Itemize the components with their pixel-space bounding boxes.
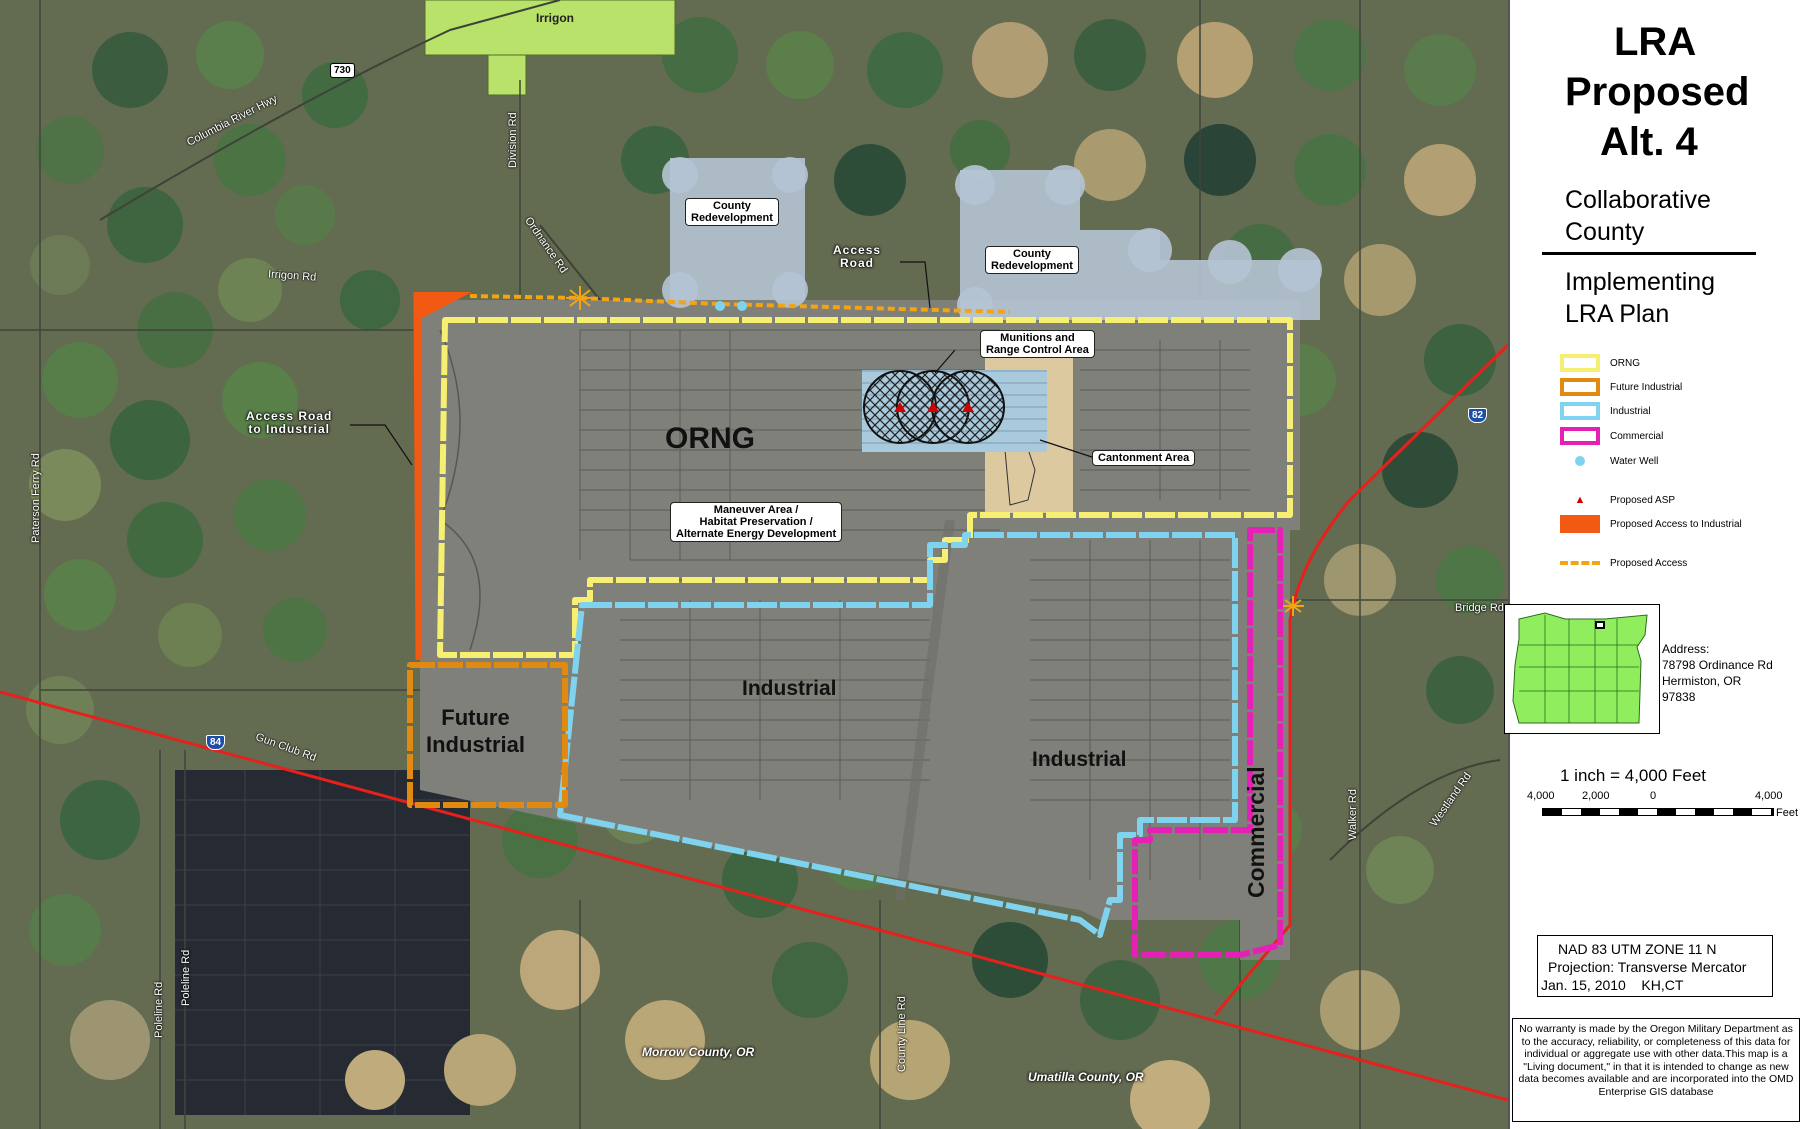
dark-farmland xyxy=(175,770,470,1115)
future-industrial-boundary xyxy=(407,662,568,808)
zone-label-industrial-2: Industrial xyxy=(1032,748,1127,771)
interstate-82-line xyxy=(1213,343,1508,1016)
interstate-82-shield-icon: 82 xyxy=(1468,408,1488,423)
legend-swatch-future-industrial xyxy=(1560,378,1600,396)
scale-unit: Feet xyxy=(1776,807,1799,819)
subtitle-implementing-line-2: LRA Plan xyxy=(1565,300,1670,328)
map-title-line-3: Alt. 4 xyxy=(1600,120,1698,164)
road-label-poleline-rd-1: Poleline Rd xyxy=(153,981,165,1038)
legend-swatch-industrial xyxy=(1560,402,1600,420)
legend-swatch-proposed-access-industrial xyxy=(1560,515,1600,533)
road-label-division-rd: Division Rd xyxy=(507,112,519,168)
industrial-boundary xyxy=(557,532,1238,938)
road-label-bridge-rd: Bridge Rd xyxy=(1455,602,1504,614)
projection-box: NAD 83 UTM ZONE 11 N Projection: Transve… xyxy=(1537,935,1773,997)
callout-cantonment-area: Cantonment Area xyxy=(1092,450,1196,466)
road-label-paterson-ferry-rd: Paterson Ferry Rd xyxy=(30,453,42,543)
callout-access-road-to-industrial: Access Road to Industrial xyxy=(246,409,333,436)
zone-label-commercial: Commercial xyxy=(1243,766,1269,898)
callout-county-redevelopment-2: County Redevelopment xyxy=(985,246,1079,274)
callout-leader-lines xyxy=(350,261,1096,466)
callout-access-road: Access Road xyxy=(833,243,882,270)
scale-tick-1: 4,000 xyxy=(1527,790,1555,802)
disclaimer-box: No warranty is made by the Oregon Milita… xyxy=(1512,1018,1800,1122)
legend-item-proposed-asp: ▲ Proposed ASP xyxy=(1560,489,1676,511)
county-redevelopment-area-1 xyxy=(670,158,805,300)
callout-munitions-range-control: Munitions and Range Control Area xyxy=(980,330,1095,358)
zone-label-orng: ORNG xyxy=(665,422,755,455)
map-title-line-1: LRA xyxy=(1614,20,1697,64)
us-730-shield-icon: 730 xyxy=(330,63,355,78)
callout-maneuver-area: Maneuver Area / Habitat Preservation / A… xyxy=(670,502,843,542)
interstate-84-line xyxy=(0,690,1508,1102)
road-label-walker-rd: Walker Rd xyxy=(1347,789,1359,840)
proposed-asp-markers xyxy=(894,402,974,412)
subtitle-collaborative-line-1: Collaborative xyxy=(1565,186,1711,214)
legend-swatch-proposed-access xyxy=(1560,561,1600,565)
commercial-boundary xyxy=(1132,527,1283,958)
scale-tick-3: 0 xyxy=(1650,790,1657,802)
subtitle-implementing-line-1: Implementing xyxy=(1565,268,1716,296)
legend-item-industrial: Industrial xyxy=(1560,400,1651,422)
disclaimer-text: No warranty is made by the Oregon Milita… xyxy=(1518,1023,1794,1098)
subtitle-collaborative-line-2: County xyxy=(1565,218,1645,246)
water-well-icon xyxy=(1560,452,1600,470)
proposed-access-route xyxy=(469,294,1011,314)
zone-label-industrial-1: Industrial xyxy=(742,677,837,700)
oregon-state-icon xyxy=(1512,612,1648,724)
town-label-irrigon: Irrigon xyxy=(536,11,574,25)
projection-line-2: Projection: Transverse Mercator xyxy=(1548,959,1747,975)
proposed-access-to-industrial xyxy=(416,292,472,660)
address-line-3: 97838 xyxy=(1662,690,1696,704)
access-point-markers xyxy=(566,286,1304,616)
address-line-2: Hermiston, OR xyxy=(1662,674,1742,688)
legend-item-proposed-access: Proposed Access xyxy=(1560,552,1687,574)
water-well-2 xyxy=(737,301,747,311)
irrigon-area xyxy=(424,0,676,56)
scale-tick-4: 4,000 xyxy=(1755,790,1783,802)
water-well-1 xyxy=(715,301,725,311)
depot-base xyxy=(420,300,1300,960)
triangle-icon: ▲ xyxy=(1574,494,1586,506)
legend-item-commercial: Commercial xyxy=(1560,425,1663,447)
interstate-84-shield-icon: 84 xyxy=(206,735,226,750)
scale-text: 1 inch = 4,000 Feet xyxy=(1560,766,1707,785)
legend-item-proposed-access-industrial: Proposed Access to Industrial xyxy=(1560,513,1742,535)
map-area[interactable]: Irrigon Columbia River Hwy Division Rd O… xyxy=(0,0,1508,1129)
address-line-1: 78798 Ordinance Rd xyxy=(1662,658,1773,672)
legend-item-water-well: Water Well xyxy=(1560,450,1658,472)
irrigation-circles xyxy=(26,17,1504,1129)
projection-line-3: Jan. 15, 2010 KH,CT xyxy=(1541,977,1684,993)
callout-county-redevelopment-1: County Redevelopment xyxy=(685,198,779,226)
scale-bar xyxy=(1542,808,1774,816)
legend-swatch-commercial xyxy=(1560,427,1600,445)
legend-item-orng: ORNG xyxy=(1560,352,1640,374)
oregon-locator-map xyxy=(1504,604,1660,734)
scale-tick-2: 2,000 xyxy=(1582,790,1610,802)
road-label-county-line-rd: County Line Rd xyxy=(896,996,908,1072)
map-title-line-2: Proposed xyxy=(1565,70,1750,114)
county-label-morrow: Morrow County, OR xyxy=(642,1045,755,1059)
legend-panel: LRA Proposed Alt. 4 Collaborative County… xyxy=(1504,0,1810,1129)
subtitle-divider xyxy=(1542,252,1756,255)
legend-item-future-industrial: Future Industrial xyxy=(1560,376,1682,398)
legend-swatch-orng xyxy=(1560,354,1600,372)
address-label: Address: xyxy=(1662,642,1710,656)
projection-line-1: NAD 83 UTM ZONE 11 N xyxy=(1558,941,1717,957)
map-graphics xyxy=(0,0,1508,1129)
zone-label-future-industrial: Future Industrial xyxy=(426,705,526,757)
county-label-umatilla: Umatilla County, OR xyxy=(1028,1070,1144,1084)
road-label-poleline-rd-2: Poleline Rd xyxy=(180,949,192,1006)
